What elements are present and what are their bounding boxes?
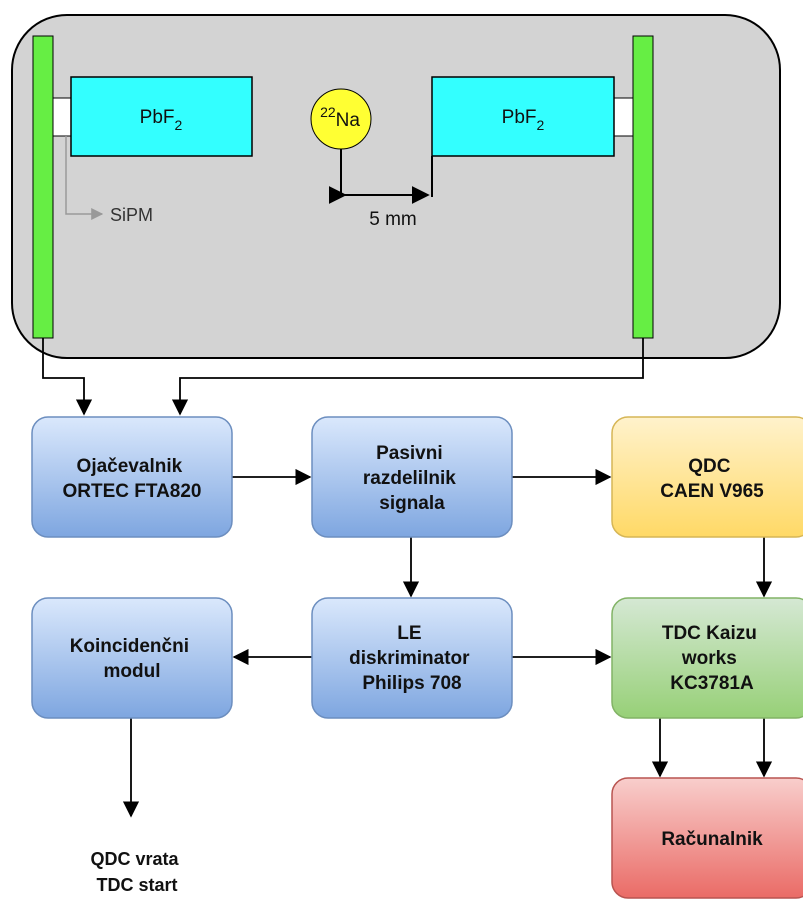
right-sipm-strip <box>632 35 654 339</box>
splitter-line-3: signala <box>379 493 445 514</box>
computer-line-1: Računalnik <box>661 829 763 850</box>
amplifier-line-1: Ojačevalnik <box>77 456 183 477</box>
coincidence-line-2: modul <box>104 661 161 682</box>
discriminator-block: LE diskriminator Philips 708 <box>311 597 513 719</box>
right-pbf2-crystal <box>431 76 615 157</box>
right-sipm-sensor <box>613 97 634 137</box>
qdc-block: QDC CAEN V965 <box>611 416 803 538</box>
distance-label: 5 mm <box>369 209 417 230</box>
sipm-label: SiPM <box>110 205 153 225</box>
svg-text:Računalnik: Računalnik <box>661 829 763 850</box>
tdc-line-2: works <box>681 648 737 669</box>
left-pbf2-crystal <box>70 76 253 157</box>
qdc-line-2: CAEN V965 <box>660 481 764 502</box>
splitter-line-1: Pasivni <box>376 443 443 464</box>
amplifier-line-2: ORTEC FTA820 <box>62 481 201 502</box>
svg-text:QDC CAEN V965: QDC CAEN V965 <box>660 456 764 502</box>
left-crystal-label: PbF2 <box>140 107 183 133</box>
svg-text:Ojačevalnik ORTEC FTA820: Ojačevalnik ORTEC FTA820 <box>62 456 201 502</box>
amplifier-block: Ojačevalnik ORTEC FTA820 <box>31 416 233 538</box>
svg-text:Pasivni razdelilnik: Pasivni razdelilnik signala <box>363 443 461 514</box>
svg-text:TDC Kaizu works KC: TDC Kaizu works KC3781A <box>662 623 762 694</box>
tdc-block: TDC Kaizu works KC3781A <box>611 597 803 719</box>
coincidence-line-1: Koincidenčni <box>70 636 189 657</box>
left-sipm-to-amplifier <box>42 338 93 416</box>
source-label: 22Na <box>320 104 360 131</box>
discriminator-line-2: diskriminator <box>349 648 470 669</box>
output-tdc-start: TDC start <box>96 875 177 895</box>
svg-text:LE diskriminator P: LE diskriminator Philips 708 <box>349 623 475 694</box>
discriminator-line-1: LE <box>397 623 421 644</box>
dark-box-enclosure <box>11 14 781 359</box>
qdc-line-1: QDC <box>688 456 731 477</box>
splitter-line-2: razdelilnik <box>363 468 456 489</box>
left-sipm-sensor <box>52 97 72 137</box>
right-sipm-to-amplifier <box>171 338 644 416</box>
sipm-pointer <box>65 136 104 220</box>
svg-text:QDC vrata TDC start: QDC vrata TDC start <box>90 849 183 895</box>
svg-text:Koincidenčni modul: Koincidenčni modul <box>70 636 195 682</box>
output-qdc-gate: QDC vrata <box>90 849 179 869</box>
computer-block: Računalnik <box>611 777 803 899</box>
right-crystal-label: PbF2 <box>502 107 545 133</box>
splitter-block: Pasivni razdelilnik signala <box>311 416 513 538</box>
coincidence-block: Koincidenčni modul <box>31 597 233 719</box>
tdc-line-1: TDC Kaizu <box>662 623 757 644</box>
left-sipm-strip <box>32 35 54 339</box>
discriminator-line-3: Philips 708 <box>362 673 461 694</box>
tdc-line-3: KC3781A <box>670 673 754 694</box>
